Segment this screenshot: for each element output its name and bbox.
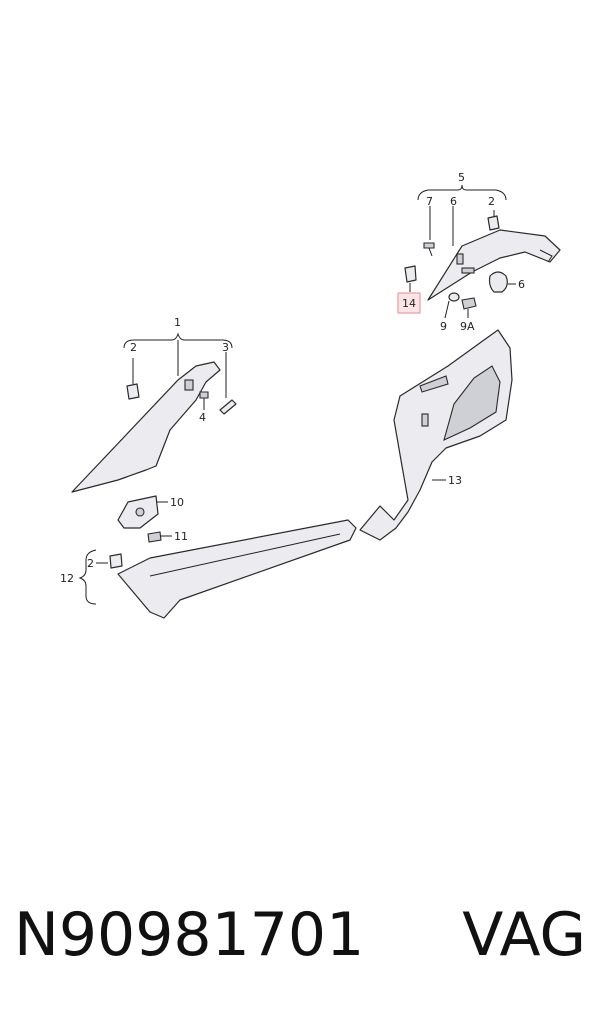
slot-lower: [461, 267, 475, 274]
brand-label: VAG: [462, 900, 586, 970]
callout-1: 1: [174, 316, 181, 329]
screw-4: [199, 391, 209, 399]
side-slot: [421, 413, 429, 427]
slot-upper: [456, 253, 464, 265]
slot-a-pillar: [184, 379, 194, 391]
clip-3: [219, 399, 237, 415]
screw-7: [423, 242, 435, 249]
upper-pillar-trim: [427, 229, 561, 301]
clip-2-left: [126, 383, 140, 400]
screw-11: [147, 531, 162, 543]
callout-7: 7: [426, 195, 433, 208]
a-pillar-trim: [71, 361, 221, 493]
footer: N90981701 VAG: [0, 880, 600, 1000]
callout-5: 5: [458, 171, 465, 184]
clip-14: [404, 265, 417, 283]
callout-2-top: 2: [488, 195, 495, 208]
callout-4: 4: [199, 411, 206, 424]
bracket-10-hole: [135, 507, 145, 517]
b-pillar-lower-trim: [359, 329, 513, 541]
group-12-bracket: [78, 549, 97, 605]
group-1-brackets: [123, 332, 233, 398]
callout-13: 13: [448, 474, 462, 487]
callout-10: 10: [170, 496, 184, 509]
window-opening: [443, 365, 501, 441]
callout-9: 9: [440, 320, 447, 333]
callout-9a: 9A: [460, 320, 475, 333]
handle-recess: [419, 375, 449, 393]
callout-11: 11: [174, 530, 188, 543]
sill-trim: [117, 519, 357, 619]
clip-6-right: [488, 271, 508, 293]
screw-9a: [461, 297, 477, 310]
washer-9: [448, 292, 460, 302]
callout-2-left: 2: [130, 341, 137, 354]
highlight-box-14: [397, 292, 421, 314]
group-5-brackets: [417, 184, 507, 246]
callout-2-sill: 2: [87, 557, 94, 570]
part-number: N90981701: [14, 900, 365, 970]
callout-6-right: 6: [518, 278, 525, 291]
callout-3: 3: [222, 341, 229, 354]
callout-6-top: 6: [450, 195, 457, 208]
clip-2-top: [487, 215, 500, 231]
parts-diagram: 5 7 6 2 6 14 9 9A 1 2 3 4 10: [60, 171, 561, 619]
clip-2-sill: [109, 553, 123, 569]
callout-14: 14: [402, 297, 416, 310]
callout-12: 12: [60, 572, 74, 585]
